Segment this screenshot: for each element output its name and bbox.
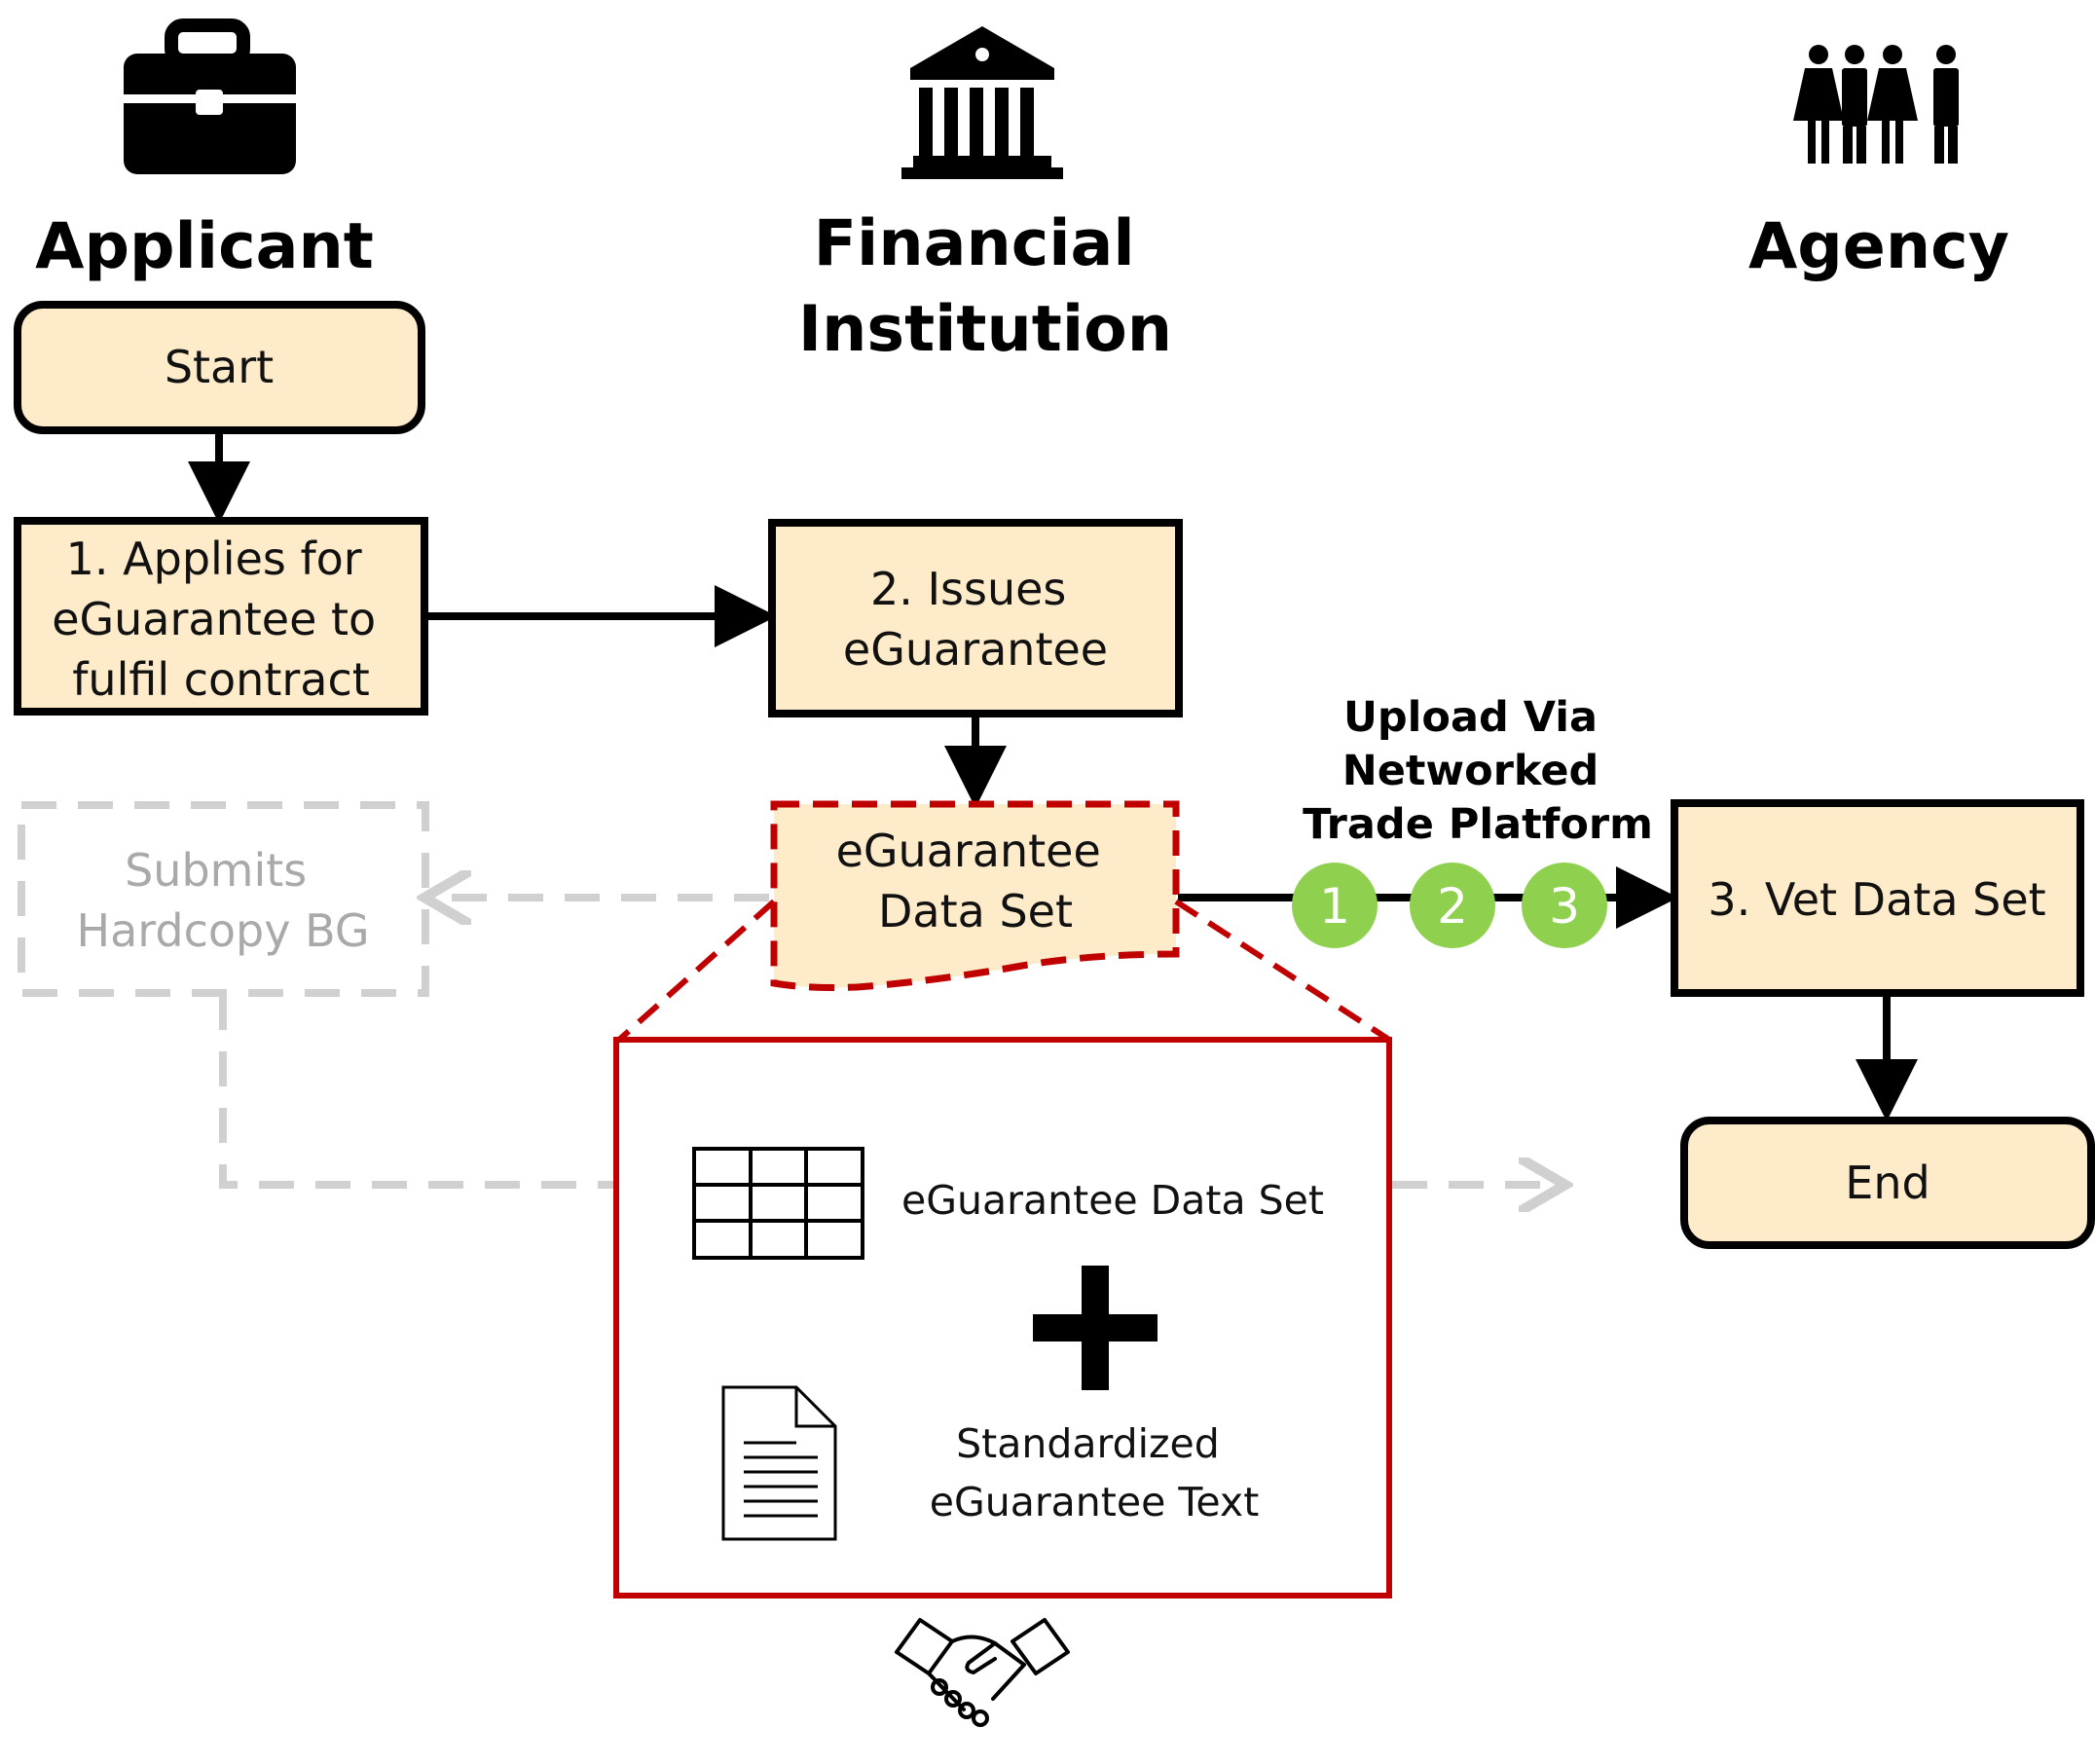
vet-label: 3. Vet Data Set (1708, 873, 2045, 926)
platform-step-1: 1 (1292, 863, 1378, 948)
platform-label-line: Trade Platform (1303, 800, 1653, 849)
apply-node: 1. Applies for eGuarantee to fulfil cont… (14, 517, 428, 716)
people-group-icon (1793, 45, 1959, 164)
step-number: 1 (1319, 878, 1350, 935)
node-line: End (1845, 1157, 1930, 1209)
lane-title-line: Institution (798, 293, 1172, 366)
detail-text-line: Standardized (956, 1420, 1220, 1467)
node-line: Submits (125, 844, 307, 897)
issue-label: 2. Issues eGuarantee (843, 563, 1108, 676)
dataset-label: eGuarantee Data Set (836, 825, 1116, 937)
node-line: Hardcopy BG (77, 904, 370, 957)
apply-label: 1. Applies for eGuarantee to fulfil cont… (52, 533, 390, 706)
briefcase-icon (124, 18, 296, 174)
lane-title-line: Financial (814, 207, 1135, 280)
hardcopy-node: Submits Hardcopy BG (18, 801, 429, 997)
step-number: 3 (1549, 878, 1580, 935)
platform-step-2: 2 (1410, 863, 1495, 948)
detail-text-label: Standardized eGuarantee Text (930, 1420, 1260, 1525)
plus-icon (1033, 1266, 1158, 1390)
end-label: End (1845, 1157, 1930, 1209)
step-number: 2 (1437, 878, 1468, 935)
platform-label-line: Upload Via (1343, 693, 1598, 742)
dataset-node: eGuarantee Data Set (770, 800, 1180, 991)
node-line: 3. Vet Data Set (1708, 873, 2045, 926)
bank-building-icon (901, 26, 1063, 179)
vet-node: 3. Vet Data Set (1671, 799, 2084, 997)
end-node: End (1680, 1117, 2095, 1249)
lane-title-line: Applicant (35, 210, 374, 283)
node-line: 1. Applies for (66, 533, 362, 585)
start-node: Start (14, 301, 425, 434)
issue-node: 2. Issues eGuarantee (768, 519, 1183, 717)
lane-title-applicant: Applicant (35, 210, 374, 283)
start-label: Start (165, 341, 274, 393)
node-line: eGuarantee (843, 623, 1108, 676)
handshake-icon (895, 1618, 1070, 1727)
node-line: 2. Issues (870, 563, 1066, 615)
platform-step-3: 3 (1522, 863, 1607, 948)
node-line: Start (165, 341, 274, 393)
node-line: fulfil contract (72, 653, 370, 706)
lane-title-financial-institution: Financial Institution (798, 207, 1172, 366)
node-line: Data Set (878, 885, 1073, 937)
platform-label-line: Networked (1342, 747, 1599, 795)
lane-title-line: Agency (1748, 210, 2009, 283)
detail-dataset-label: eGuarantee Data Set (901, 1177, 1324, 1224)
node-line: eGuarantee to (52, 593, 376, 645)
document-icon (721, 1385, 837, 1541)
platform-label: Upload Via Networked Trade Platform (1303, 693, 1653, 849)
lane-title-agency: Agency (1748, 210, 2009, 283)
table-grid-icon (692, 1147, 864, 1260)
detail-text-line: eGuarantee Text (930, 1479, 1260, 1525)
detail-zoom-lines (617, 899, 1391, 1043)
legacy-hardcopy-path (219, 898, 1562, 1185)
detail-panel: eGuarantee Data Set Standardized eGuaran… (613, 1037, 1392, 1599)
node-line: eGuarantee (836, 825, 1101, 877)
hardcopy-label: Submits Hardcopy BG (77, 844, 370, 957)
